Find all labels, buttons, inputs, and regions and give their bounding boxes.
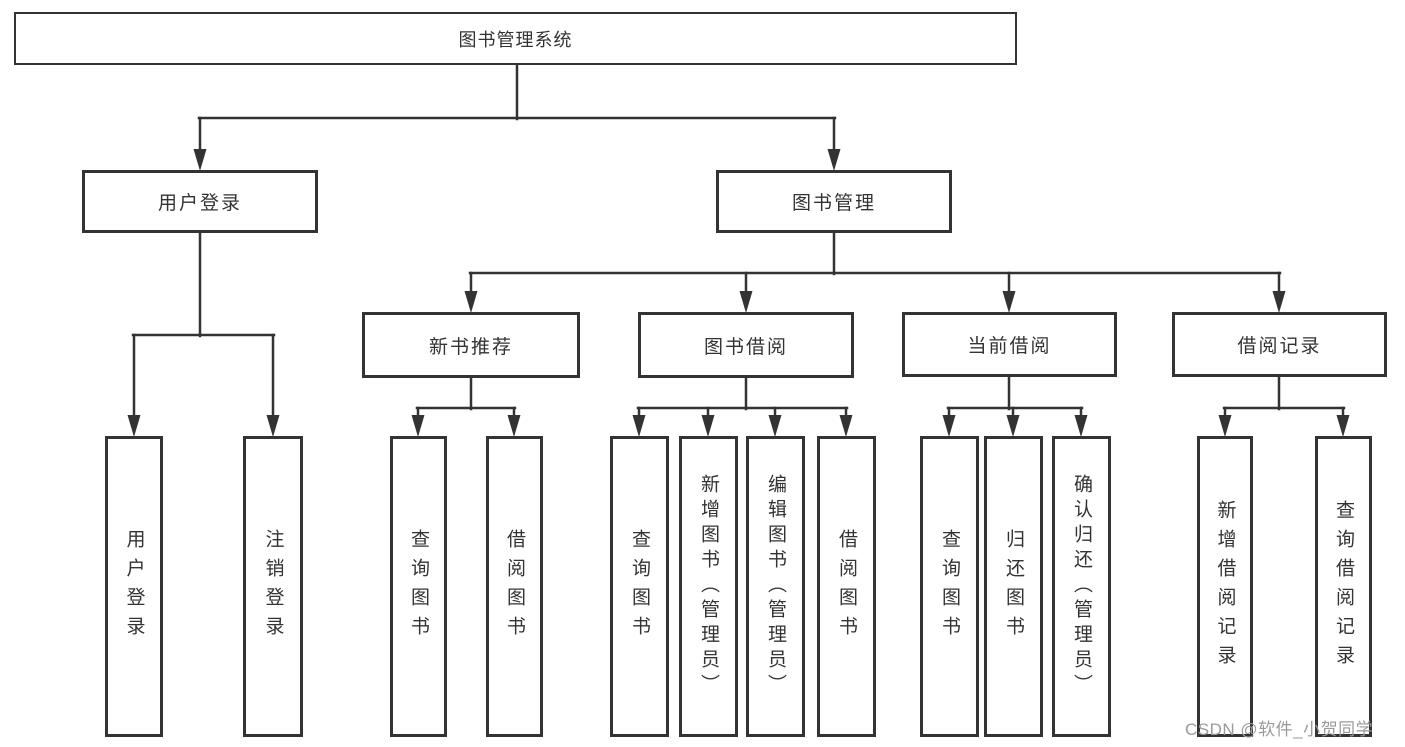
node-leaf-cb-return-books: 归还图书 bbox=[984, 436, 1043, 737]
node-leaf-bb-borrow-books: 借阅图书 bbox=[817, 436, 876, 737]
node-book-management-label: 图书管理 bbox=[791, 193, 876, 214]
node-borrowing-records-label: 借阅记录 bbox=[1237, 336, 1322, 357]
node-leaf-logout-label: 注销登录 bbox=[262, 528, 284, 645]
connector-book-management-children bbox=[464, 231, 1286, 313]
node-user-login-label: 用户登录 bbox=[157, 193, 242, 214]
node-new-book-recommend-label: 新书推荐 bbox=[428, 336, 513, 358]
node-user-login: 用户登录 bbox=[82, 170, 318, 233]
node-leaf-nb-borrow-books: 借阅图书 bbox=[486, 436, 543, 737]
node-leaf-user-login-label: 用户登录 bbox=[123, 528, 145, 645]
node-leaf-bb-query-books-label: 查询图书 bbox=[629, 528, 650, 645]
node-leaf-bb-edit-books-label: 编辑图书（管理员） bbox=[765, 474, 786, 699]
node-root-library-system: 图书管理系统 bbox=[14, 12, 1017, 65]
node-leaf-nb-query-books-label: 查询图书 bbox=[408, 528, 429, 645]
node-leaf-bb-add-books: 新增图书（管理员） bbox=[679, 436, 738, 737]
node-leaf-br-add-record: 新增借阅记录 bbox=[1197, 436, 1253, 737]
connector-borrowing-records-children bbox=[1218, 375, 1350, 437]
node-leaf-bb-borrow-books-label: 借阅图书 bbox=[836, 528, 857, 645]
node-book-management: 图书管理 bbox=[716, 170, 952, 233]
node-book-borrowing: 图书借阅 bbox=[638, 312, 854, 378]
node-leaf-br-query-record: 查询借阅记录 bbox=[1315, 436, 1372, 737]
node-leaf-cb-confirm-return: 确认归还（管理员） bbox=[1052, 436, 1111, 737]
node-current-borrowing-label: 当前借阅 bbox=[967, 336, 1052, 357]
node-leaf-bb-query-books: 查询图书 bbox=[610, 436, 669, 737]
node-leaf-cb-query-books: 查询图书 bbox=[920, 436, 979, 737]
connector-book-borrowing-children bbox=[632, 376, 853, 437]
node-leaf-br-add-record-label: 新增借阅记录 bbox=[1214, 499, 1236, 674]
node-borrowing-records: 借阅记录 bbox=[1172, 312, 1387, 377]
connector-current-borrowing-children bbox=[942, 375, 1088, 437]
node-book-borrowing-label: 图书借阅 bbox=[703, 336, 788, 358]
connector-user-login-children bbox=[127, 231, 280, 437]
node-leaf-cb-confirm-return-label: 确认归还（管理员） bbox=[1071, 474, 1092, 699]
node-leaf-nb-borrow-books-label: 借阅图书 bbox=[504, 528, 525, 645]
node-leaf-cb-query-books-label: 查询图书 bbox=[939, 528, 960, 645]
connector-new-book-recommend-children bbox=[411, 376, 521, 437]
node-leaf-logout: 注销登录 bbox=[243, 436, 303, 737]
node-leaf-br-query-record-label: 查询借阅记录 bbox=[1333, 499, 1354, 674]
node-leaf-nb-query-books: 查询图书 bbox=[390, 436, 447, 737]
node-new-book-recommend: 新书推荐 bbox=[362, 312, 580, 378]
node-current-borrowing: 当前借阅 bbox=[902, 312, 1117, 377]
node-leaf-cb-return-books-label: 归还图书 bbox=[1003, 528, 1024, 645]
node-leaf-bb-add-books-label: 新增图书（管理员） bbox=[698, 474, 719, 699]
node-leaf-bb-edit-books: 编辑图书（管理员） bbox=[746, 436, 805, 737]
node-root-label: 图书管理系统 bbox=[458, 29, 573, 50]
connector-root-to-level1 bbox=[193, 63, 841, 171]
node-leaf-user-login: 用户登录 bbox=[105, 436, 163, 737]
